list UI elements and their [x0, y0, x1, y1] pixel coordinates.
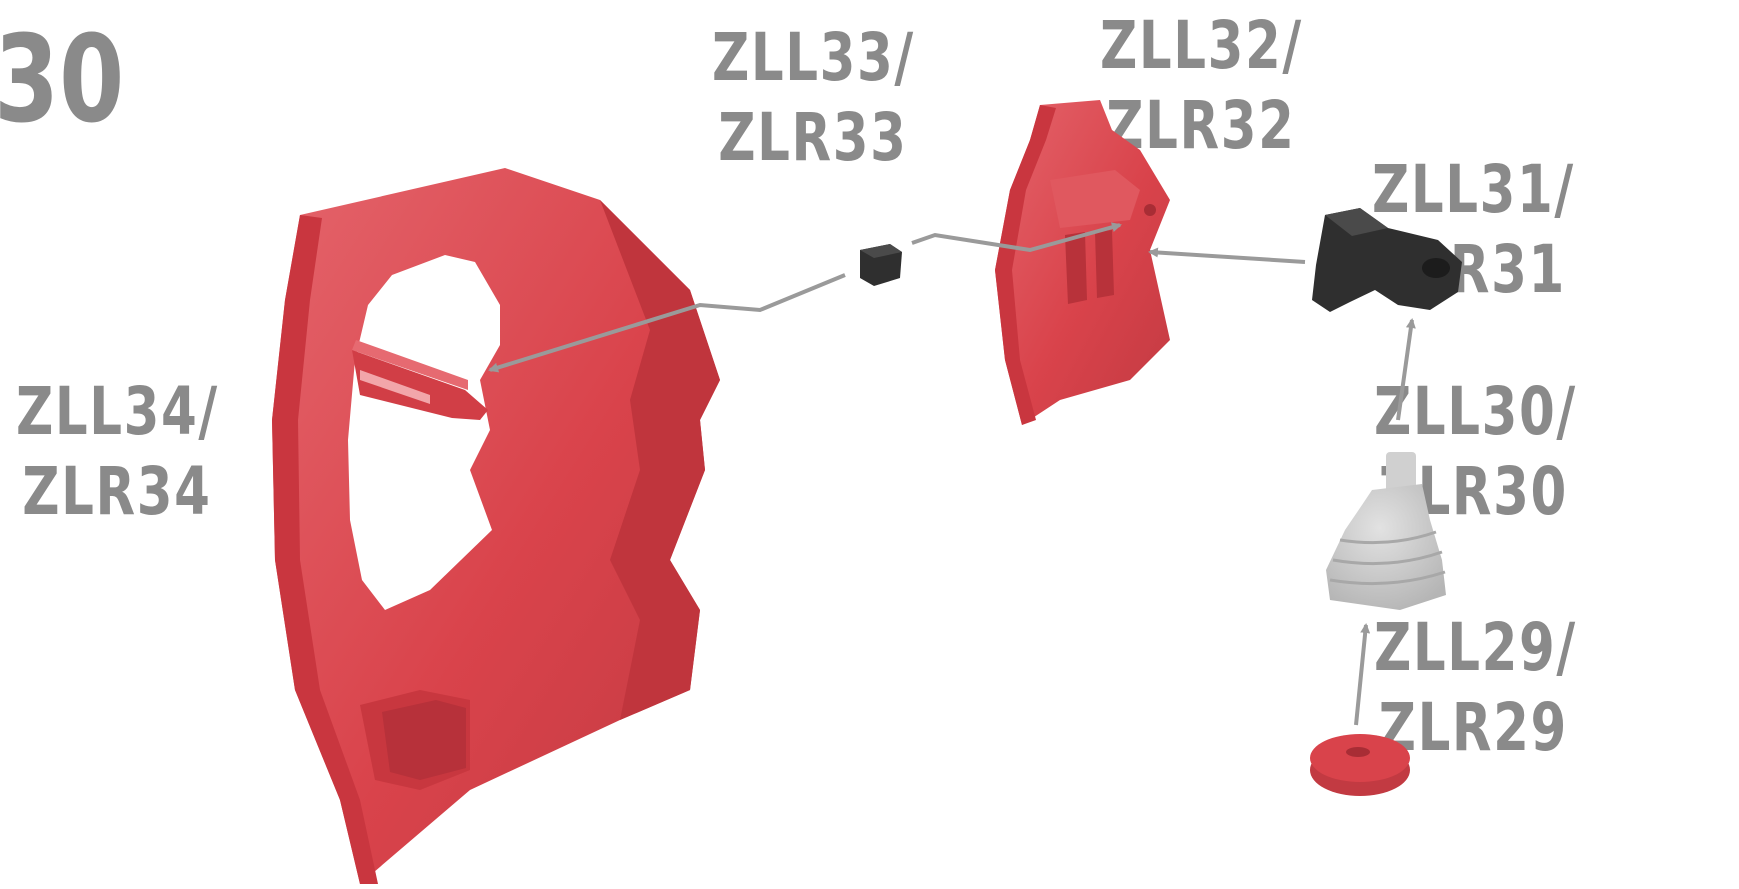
- zll29-top: [1310, 734, 1410, 782]
- part-zll32: [995, 100, 1170, 425]
- arrow-zll30-to-zll31: [1398, 320, 1412, 420]
- zll30-body: [1326, 484, 1446, 610]
- part-zll31: [1312, 208, 1462, 312]
- part-zll29: [1310, 734, 1410, 796]
- zll32-hole: [1144, 204, 1156, 216]
- zll31-hole: [1422, 258, 1450, 278]
- part-zll34: [272, 168, 720, 884]
- arrow-zll29-to-zll30: [1356, 625, 1366, 725]
- zll32-slot-b: [1095, 230, 1114, 298]
- zll29-hole: [1346, 747, 1370, 757]
- part-zll33: [860, 244, 902, 286]
- part-zll30: [1326, 452, 1446, 610]
- zll34-boss-face: [382, 700, 466, 780]
- zll32-slot-a: [1065, 232, 1087, 304]
- arrow-zll31-to-zll32: [1150, 252, 1305, 262]
